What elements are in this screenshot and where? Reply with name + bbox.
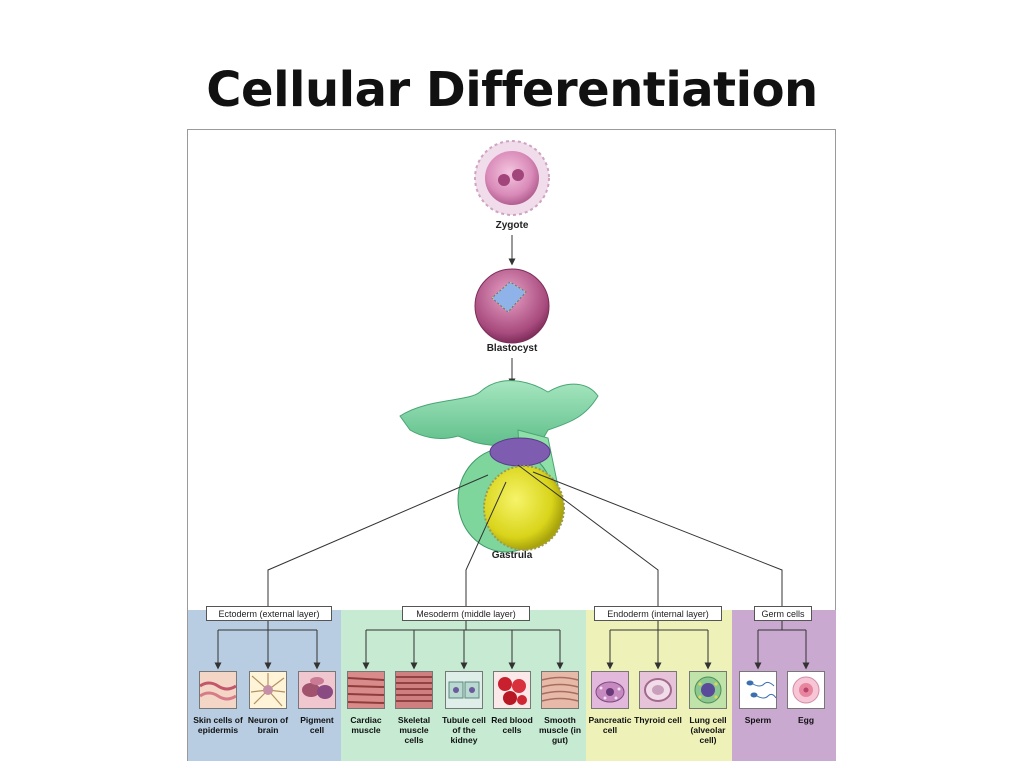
- mesoderm-label: Mesoderm (middle layer): [402, 606, 530, 621]
- germ-cells-label: Germ cells: [754, 606, 812, 621]
- skin-cell-icon: [199, 671, 237, 709]
- slide-title: Cellular Differentiation: [206, 62, 818, 118]
- tubule-cell-icon: [445, 671, 483, 709]
- cell-label-skeletal: Skeletal muscle cells: [397, 715, 431, 745]
- lung-cell-icon: [689, 671, 727, 709]
- cardiac-muscle-icon: [347, 671, 385, 709]
- cell-label-pigment: Pigment cell: [300, 715, 334, 735]
- endoderm-label: Endoderm (internal layer): [594, 606, 722, 621]
- smooth-muscle-icon: [541, 671, 579, 709]
- cell-label-egg: Egg: [797, 715, 815, 725]
- differentiation-diagram: Zygote Blastocyst Gastrula Ectoderm (ext…: [187, 129, 836, 761]
- cell-label-cardiac: Cardiac muscle: [350, 715, 382, 735]
- skeletal-muscle-icon: [395, 671, 433, 709]
- cell-label-rbc: Red blood cells: [491, 715, 533, 735]
- pigment-cell-icon: [298, 671, 336, 709]
- cell-label-skin: Skin cells of epidermis: [193, 715, 243, 735]
- blastocyst-illustration: [474, 268, 550, 344]
- gastrula-illustration: [399, 380, 599, 553]
- zygote-illustration: [474, 140, 550, 216]
- thyroid-cell-icon: [639, 671, 677, 709]
- zygote-label: Zygote: [495, 220, 529, 231]
- red-blood-cells-icon: [493, 671, 531, 709]
- diagram-artwork: [214, 140, 810, 670]
- cell-label-neuron: Neuron of brain: [247, 715, 289, 735]
- cell-label-sperm: Sperm: [744, 715, 772, 725]
- cell-label-lung: Lung cell (alveolar cell): [689, 715, 727, 745]
- neuron-icon: [249, 671, 287, 709]
- blastocyst-label: Blastocyst: [486, 343, 538, 354]
- sperm-icon: [739, 671, 777, 709]
- gastrula-label: Gastrula: [491, 550, 533, 561]
- egg-icon: [787, 671, 825, 709]
- cell-label-pancreatic: Pancreatic cell: [588, 715, 632, 735]
- cell-label-thyroid: Thyroid cell: [634, 715, 682, 725]
- cell-label-smooth: Smooth muscle (in gut): [538, 715, 582, 745]
- cell-label-tubule: Tubule cell of the kidney: [442, 715, 486, 745]
- ectoderm-label: Ectoderm (external layer): [206, 606, 332, 621]
- pancreatic-cell-icon: [591, 671, 629, 709]
